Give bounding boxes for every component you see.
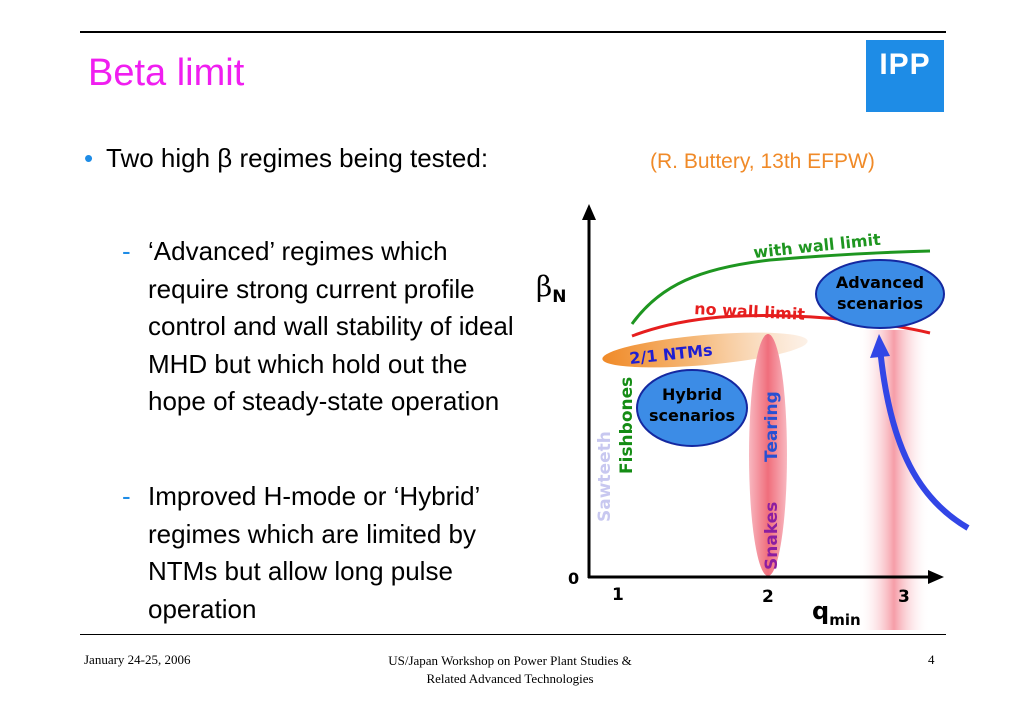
advanced-scenarios-line1: Advanced [836,273,924,292]
y-axis-subscript: N [552,287,566,307]
advanced-scenarios-line2: scenarios [837,294,923,313]
sub-item-hybrid: - Improved H-mode or ‘Hybrid’ regimes wh… [122,478,522,628]
tearing-region [749,334,787,576]
footer-workshop-line2: Related Advanced Technologies [426,671,594,686]
hybrid-scenarios-line2: scenarios [649,406,735,425]
sub-item-advanced: - ‘Advanced’ regimes which require stron… [122,233,522,421]
with-wall-limit-curve [630,249,931,325]
x-axis-symbol: q [812,597,829,625]
advanced-scenarios-region [815,259,945,329]
y-axis-arrow-icon [582,204,596,220]
fishbones-label: Fishbones [617,377,637,474]
bottom-rule [80,634,946,635]
top-rule [80,31,946,33]
bullet-dot-icon: • [84,143,94,173]
sawteeth-label: Sawteeth [595,431,615,522]
y-axis-label: βN [536,270,566,307]
footer-date: January 24-25, 2006 [84,652,191,667]
hybrid-scenarios-line1: Hybrid [662,385,722,404]
x-tick-1: 1 [612,585,624,605]
origin-label: 0 [568,569,579,588]
footer-workshop: US/Japan Workshop on Power Plant Studies… [360,652,660,688]
x-axis-subscript: min [829,611,860,629]
sub-item-text: ‘Advanced’ regimes which require strong … [148,236,514,416]
hybrid-scenarios-region [636,369,748,447]
bullet-text: Two high β regimes being tested: [106,143,489,173]
footer-workshop-line1: US/Japan Workshop on Power Plant Studies… [388,653,632,668]
sub-item-text: Improved H-mode or ‘Hybrid’ regimes whic… [148,481,480,624]
no-wall-limit-label: no wall limit [694,299,806,324]
arrow-head-icon [870,334,890,358]
snakes-label: Snakes [762,502,782,570]
y-axis-symbol: β [536,270,552,303]
advanced-access-arrow [877,347,970,531]
x-tick-3: 3 [898,587,910,607]
dash-icon: - [122,236,131,266]
ntm-region [602,332,808,368]
x-tick-2: 2 [762,587,774,607]
footer-page-number: 4 [928,652,935,667]
tearing-label: Tearing [762,391,782,462]
x-axis-label: qmin [812,597,861,629]
citation: (R. Buttery, 13th EFPW) [650,150,875,173]
bullet-item: • Two high β regimes being tested: [84,140,524,176]
slide-title: Beta limit [88,52,245,94]
ipp-logo: IPP [866,40,944,112]
x-axis-arrow-icon [928,570,944,584]
dash-icon: - [122,481,131,511]
